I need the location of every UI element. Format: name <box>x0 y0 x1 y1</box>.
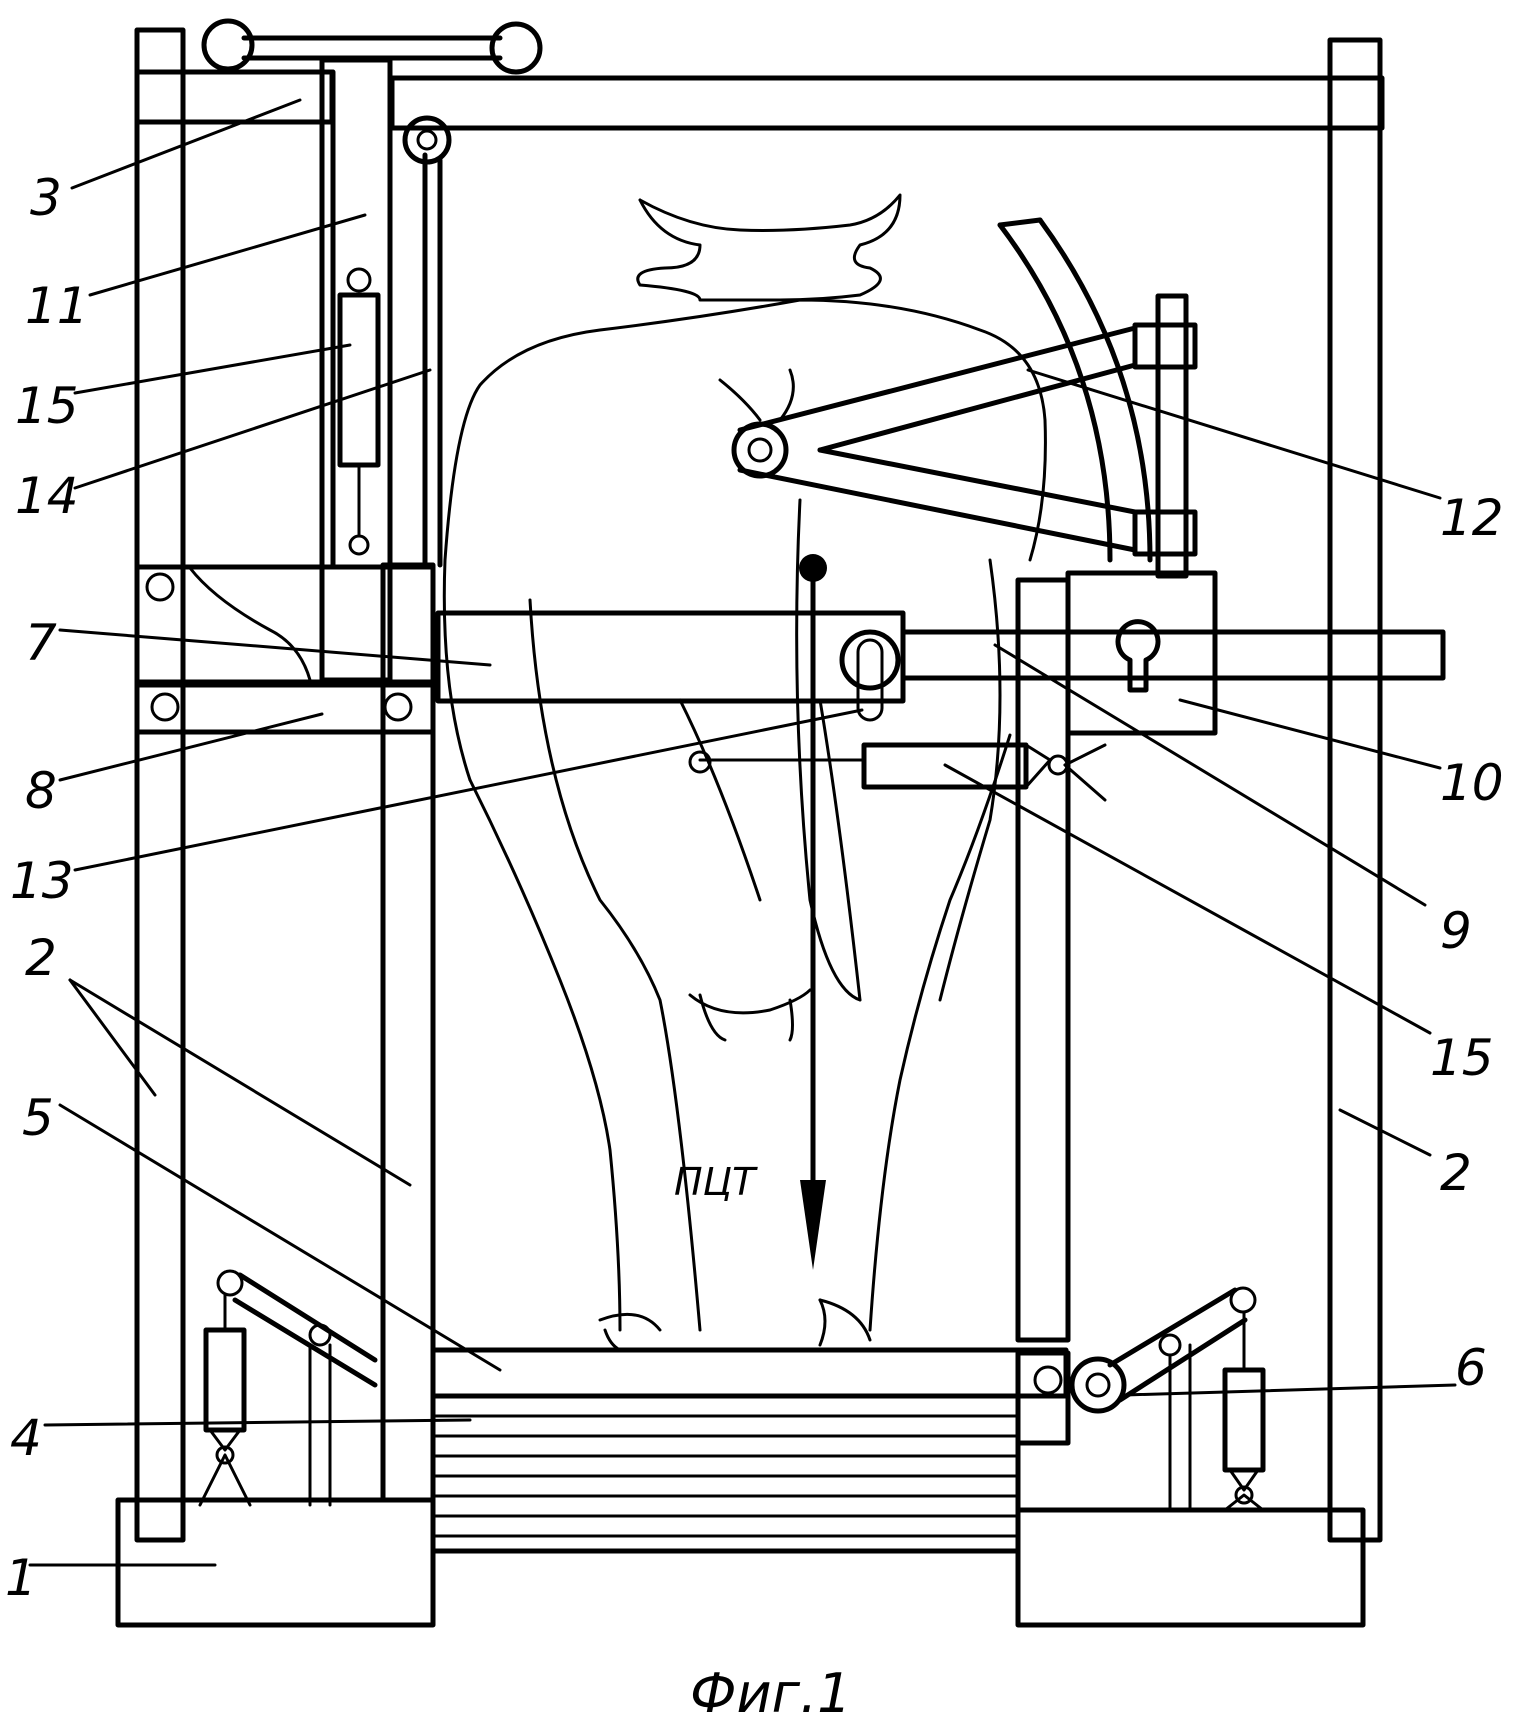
bases <box>115 1497 1366 1628</box>
leader-lines <box>28 98 1457 1567</box>
beams <box>134 564 1446 802</box>
callout-3: 3 <box>30 169 62 227</box>
callout-8: 8 <box>25 762 57 820</box>
callout-14: 14 <box>15 467 79 525</box>
figure-caption: Фиг.1 <box>690 1662 851 1725</box>
callouts: 3 11 15 14 7 8 13 2 5 4 1 12 10 9 15 2 6 <box>5 169 1504 1607</box>
callout-9: 9 <box>1440 902 1472 960</box>
callout-13: 13 <box>10 852 74 910</box>
cog-label: ПЦТ <box>674 1160 758 1204</box>
callout-12: 12 <box>1440 489 1504 547</box>
callout-5: 5 <box>22 1089 54 1147</box>
left-drive <box>198 1269 378 1507</box>
platform-assembly <box>430 1286 1266 1554</box>
callout-2-right: 2 <box>1440 1144 1472 1202</box>
callout-4: 4 <box>10 1409 42 1467</box>
callout-1: 1 <box>5 1549 37 1607</box>
callout-15-top: 15 <box>15 377 79 435</box>
callout-2-left: 2 <box>25 929 57 987</box>
callout-7: 7 <box>25 614 57 672</box>
callout-10: 10 <box>1440 754 1504 812</box>
frame-structure <box>134 18 1385 1543</box>
callout-15-right: 15 <box>1430 1029 1494 1087</box>
callout-11: 11 <box>25 277 89 335</box>
callout-6: 6 <box>1455 1339 1487 1397</box>
center-of-gravity: ПЦТ <box>674 554 827 1270</box>
cow-outline <box>442 193 1047 1352</box>
clamp-assembly <box>731 217 1198 579</box>
